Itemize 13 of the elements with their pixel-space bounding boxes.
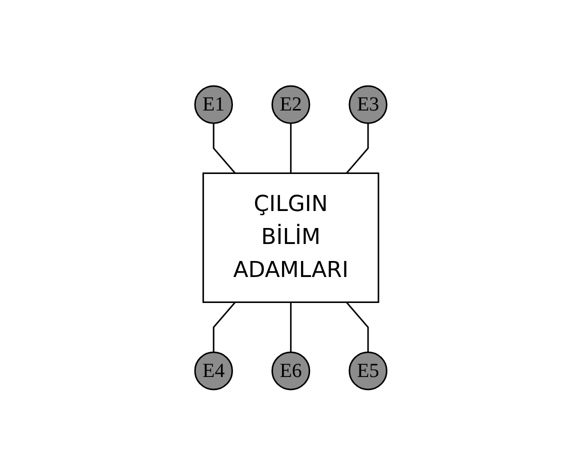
node-circle: E5 bbox=[348, 352, 388, 390]
node-circle: E3 bbox=[348, 86, 388, 124]
connector bbox=[290, 302, 292, 352]
connector bbox=[213, 302, 236, 352]
connector bbox=[346, 124, 369, 174]
connector bbox=[346, 302, 369, 352]
node-circle: E2 bbox=[272, 86, 310, 124]
connector bbox=[290, 124, 292, 174]
node-circle: E6 bbox=[272, 352, 310, 390]
node-circle: E1 bbox=[194, 86, 234, 124]
node-circle: E4 bbox=[194, 352, 234, 390]
node-box: ÇILGIN BİLİM ADAMLARI bbox=[202, 172, 380, 304]
connector bbox=[213, 124, 236, 174]
